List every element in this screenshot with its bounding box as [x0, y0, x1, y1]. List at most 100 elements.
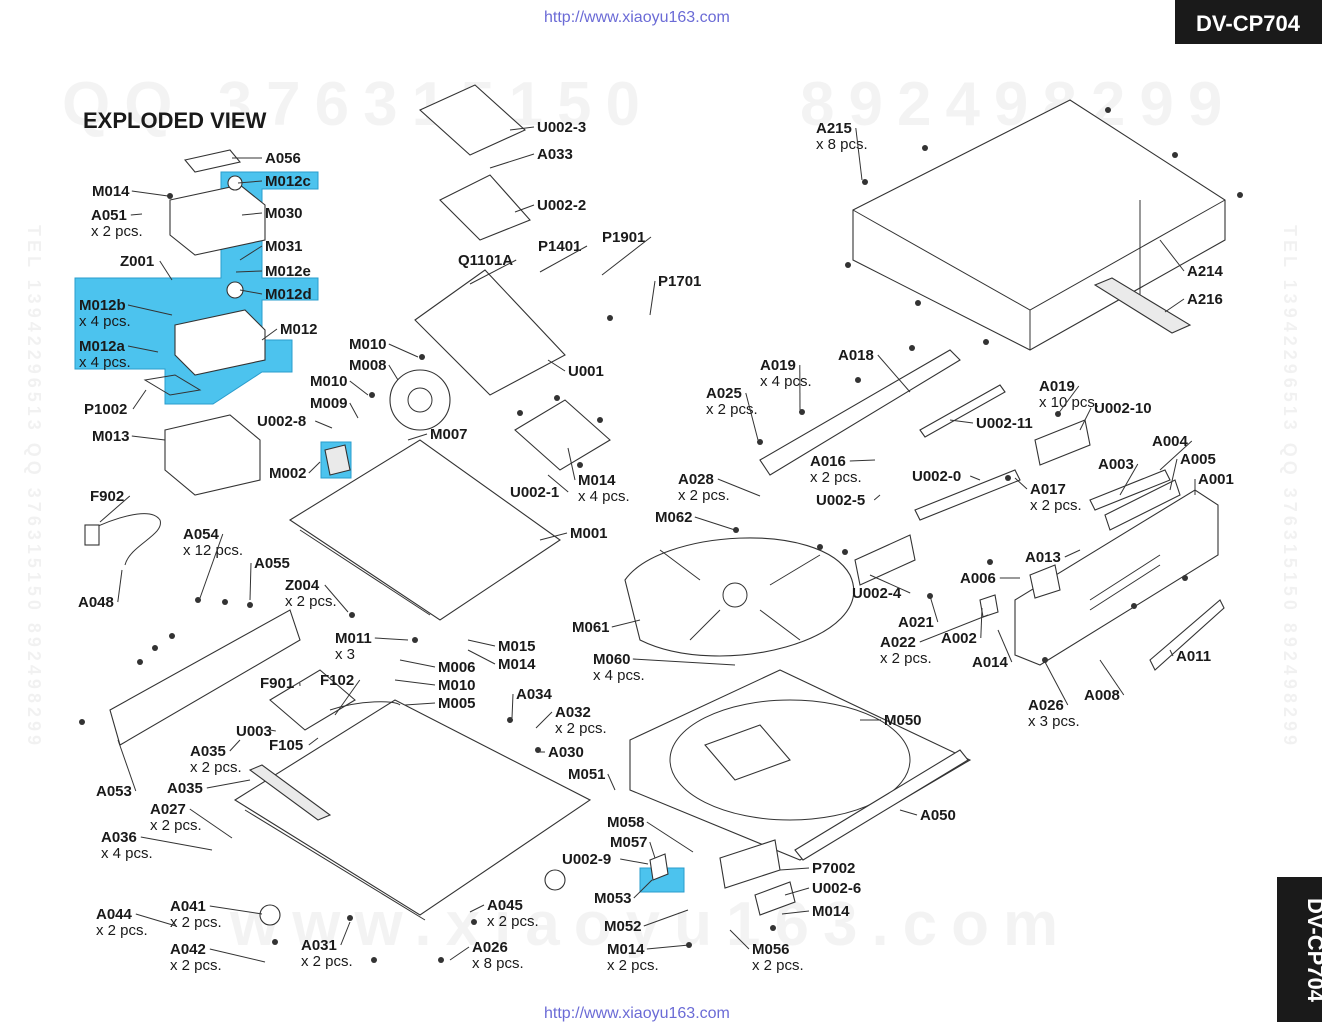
- part-label: A042: [170, 941, 206, 958]
- leader-line: [130, 213, 143, 216]
- part-label: A051: [91, 207, 127, 224]
- part-label: Z004: [285, 577, 320, 594]
- leader-line: [388, 364, 399, 381]
- part-label: A026: [472, 939, 508, 956]
- part-quantity: x 8 pcs.: [816, 136, 868, 153]
- leader-line: [489, 153, 535, 169]
- part-label: A005: [1180, 451, 1216, 468]
- callout-m012d: M012d: [239, 286, 312, 303]
- part-label: A013: [1025, 549, 1061, 566]
- callout-m062: M062: [655, 509, 736, 531]
- leader-line: [229, 739, 241, 752]
- callout-m014_a: M014: [92, 183, 169, 200]
- callout-m051: M051: [568, 766, 616, 791]
- part-label: A035: [190, 743, 226, 760]
- leader-line: [140, 836, 213, 851]
- leader-line: [189, 808, 233, 839]
- part-label: M015: [498, 638, 536, 655]
- part-label: A028: [678, 471, 714, 488]
- leader-line: [970, 475, 981, 481]
- part-label: P7002: [812, 860, 855, 877]
- model-badge-text: DV-CP704: [1196, 11, 1301, 36]
- part-label: M051: [568, 766, 606, 783]
- part-label: U002-8: [257, 413, 306, 430]
- callout-a003: A003: [1098, 456, 1139, 496]
- part-label: F102: [320, 672, 354, 689]
- watermark-phone: 892498299: [800, 70, 1236, 139]
- part-label: M061: [572, 619, 610, 636]
- leader-line: [611, 619, 641, 628]
- part-label: F902: [90, 488, 124, 505]
- part-label: A035: [167, 780, 203, 797]
- url-top[interactable]: http://www.xiaoyu163.com: [544, 9, 730, 26]
- callout-m058: M058: [607, 814, 694, 853]
- url-bottom[interactable]: http://www.xiaoyu163.com: [544, 1005, 730, 1022]
- part-quantity: x 2 pcs.: [301, 953, 353, 970]
- callout-m050: M050: [860, 712, 922, 729]
- part-label: M010: [349, 336, 387, 353]
- leader-line: [261, 328, 278, 341]
- part-quantity: x 2 pcs.: [91, 223, 143, 240]
- callout-a035_b: A035: [167, 779, 251, 797]
- page-title: EXPLODED VIEW: [83, 108, 267, 133]
- callout-a021: A021: [898, 595, 939, 631]
- callout-m030: M030: [241, 205, 303, 222]
- callout-m010_c: M010: [394, 677, 476, 694]
- leader-line: [949, 419, 974, 424]
- part-label: A006: [960, 570, 996, 587]
- part-label: M014: [812, 903, 850, 920]
- part-quantity: x 2 pcs.: [170, 914, 222, 931]
- leader-line: [649, 841, 656, 859]
- leader-line: [1014, 477, 1028, 490]
- leader-line: [117, 739, 137, 792]
- part-label: M014: [607, 941, 645, 958]
- leader-line: [349, 380, 369, 396]
- leader-line: [340, 921, 351, 946]
- leader-line: [334, 679, 361, 716]
- part-label: M007: [430, 426, 468, 443]
- callout-m002: M002: [269, 461, 321, 482]
- callout-m052: M052: [604, 909, 689, 935]
- leader-line: [1119, 463, 1139, 496]
- leader-line: [206, 779, 251, 789]
- callout-u001: U001: [547, 359, 604, 380]
- part-label: A019: [760, 357, 796, 374]
- callout-m007: M007: [407, 426, 468, 443]
- callout-u002-11: U002-11: [949, 415, 1033, 432]
- part-label: Q1101A: [458, 252, 513, 269]
- leader-line: [1064, 549, 1081, 558]
- part-label: M008: [349, 357, 387, 374]
- bottom-chassis: [233, 699, 592, 916]
- callout-u002-8: U002-8: [257, 413, 333, 430]
- part-label: U002-3: [537, 119, 586, 136]
- leader-line: [1169, 458, 1178, 491]
- callout-m012c: M012c: [237, 173, 311, 190]
- leader-line: [855, 127, 863, 181]
- callout-a008: A008: [1084, 659, 1125, 704]
- top-cover: [852, 99, 1226, 351]
- callout-m010_b: M010: [310, 373, 369, 396]
- part-label: M056: [752, 941, 790, 958]
- part-label: A008: [1084, 687, 1120, 704]
- part-label: A025: [706, 385, 742, 402]
- part-label: A018: [838, 347, 874, 364]
- part-label: M006: [438, 659, 476, 676]
- callout-a056: A056: [232, 150, 301, 167]
- leader-line: [315, 420, 333, 429]
- main-pcb: [414, 269, 566, 396]
- part-quantity: x 4 pcs.: [79, 313, 131, 330]
- label-a216: [1093, 277, 1192, 334]
- callout-m014_c: M014: [467, 649, 536, 673]
- leader-line: [717, 478, 761, 497]
- callout-m053: M053: [594, 879, 653, 907]
- part-label: U002-2: [537, 197, 586, 214]
- part-label: A054: [183, 526, 220, 543]
